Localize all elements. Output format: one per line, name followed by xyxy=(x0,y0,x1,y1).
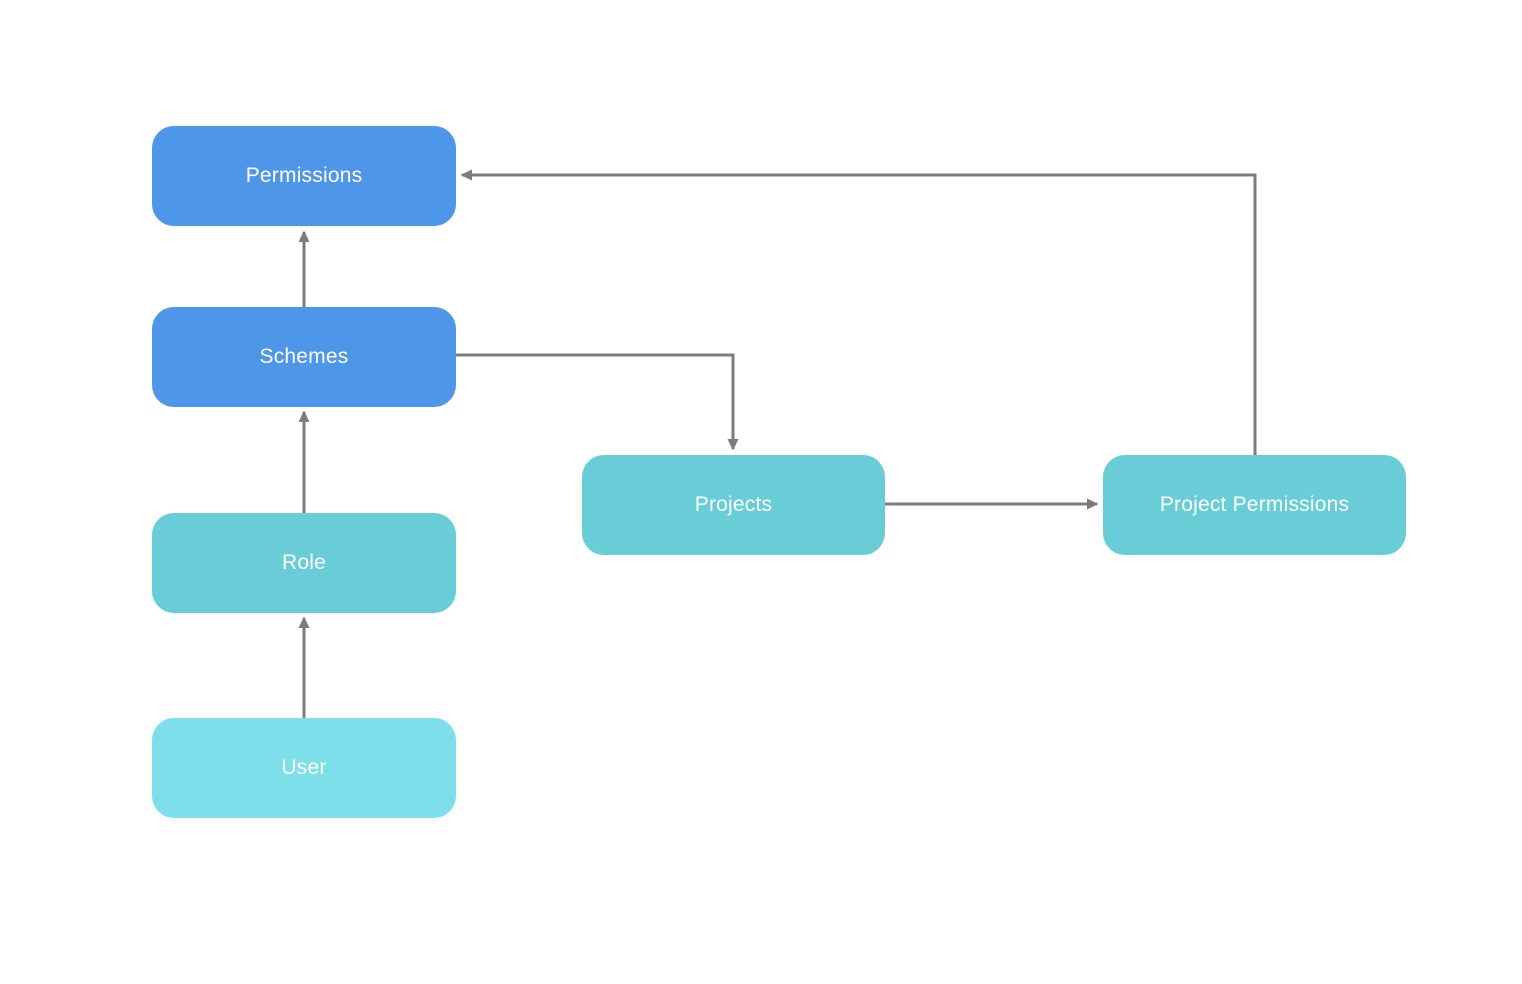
edge-schemes-to-projects xyxy=(456,353,739,451)
node-user: User xyxy=(152,718,456,818)
edge-project-permissions-to-permissions xyxy=(460,169,1257,455)
node-project-permissions: Project Permissions xyxy=(1103,455,1406,555)
node-role: Role xyxy=(152,513,456,613)
node-schemes-label: Schemes xyxy=(259,345,349,368)
node-project-permissions-label: Project Permissions xyxy=(1159,493,1350,516)
node-role-label: Role xyxy=(282,551,326,574)
node-projects: Projects xyxy=(582,455,885,555)
node-projects-label: Projects xyxy=(694,493,773,516)
node-schemes: Schemes xyxy=(152,307,456,407)
node-user-label: User xyxy=(281,756,327,779)
node-permissions-label: Permissions xyxy=(245,164,363,187)
node-permissions: Permissions xyxy=(152,126,456,226)
